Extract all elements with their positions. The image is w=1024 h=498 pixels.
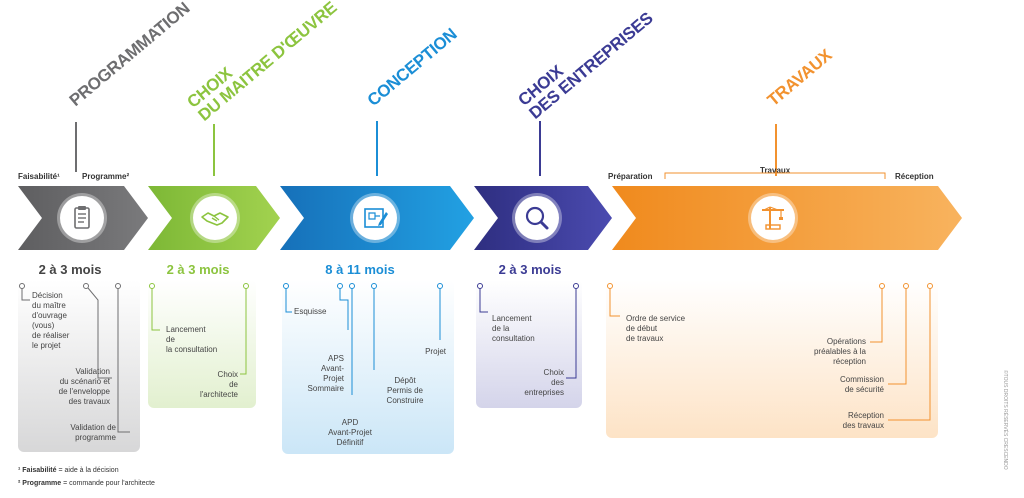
duration-entreprises: 2 à 3 mois [498,262,562,277]
steps-card-moe [148,280,256,408]
search-icon [515,196,559,240]
programme-label: Programme² [82,172,130,181]
footnote-key: ¹ Faisabilité [18,467,57,474]
phase-title-connector [213,124,215,176]
step-apd: APD Avant-Projet Définitif [328,418,372,447]
step-operations-prealables: Opérations préalables à la réception [813,337,866,366]
steps-card-travaux [606,280,938,438]
step-lancement-consultation-moe: Lancement de la consultation [166,325,218,354]
footnote-programme: ² Programme = commande pour l'architecte [18,480,155,487]
step-validation-programme: Validation de programme [70,423,116,442]
step-aps: APS Avant- Projet Sommaire [307,354,344,393]
step-depot-permis: Dépôt Permis de Construire [386,376,424,405]
travaux-sublabel: Travaux [760,166,791,175]
steps-card-programmation [18,280,140,452]
duration-conception: 8 à 11 mois [325,262,395,277]
step-validation-scenario: Validation du scénario et de l'enveloppe… [58,367,110,406]
footnote-text: = aide à la décision [56,467,119,474]
travaux-bracket [664,172,886,179]
preparation-label: Préparation [608,172,653,181]
step-lancement-consultation-ent: Lancement de la consultation [492,314,535,343]
step-ordre-service: Ordre de service de début de travaux [626,314,686,343]
step-choix-entreprises: Choix des entreprises [524,368,564,397]
step-reception-travaux: Réception des travaux [842,411,884,430]
crane-icon [751,196,795,240]
footnote-key: ² Programme [18,480,62,487]
step-decision: Décision du maître d'ouvrage (vous) de r… [32,291,70,350]
blueprint-icon [353,196,397,240]
phase-title-connector [75,122,77,172]
step-choix-architecte: Choix de l'architecte [200,370,238,399]
phase-title-connector [376,121,378,176]
footnote-text: = commande pour l'architecte [61,480,155,487]
duration-moe: 2 à 3 mois [166,262,230,277]
duration-programmation: 2 à 3 mois [38,262,102,277]
step-projet: Projet [425,347,446,356]
reception-label: Réception [895,172,934,181]
footnote-faisabilite: ¹ Faisabilité = aide à la décision [18,467,119,474]
phase-title-connector [775,124,777,176]
clipboard-icon [60,196,104,240]
copyright-text: ©TOUS DROITS RÉSERVÉS CRESCENDO [1002,370,1008,470]
step-commission-securite: Commission de sécurité [839,375,884,394]
phase-title-connector [539,121,541,176]
steps-card-entreprises [476,280,582,408]
step-esquisse: Esquisse [294,307,327,316]
steps-card-conception [282,280,454,454]
handshake-icon [193,196,237,240]
faisabilite-label: Faisabilité¹ [18,172,60,181]
